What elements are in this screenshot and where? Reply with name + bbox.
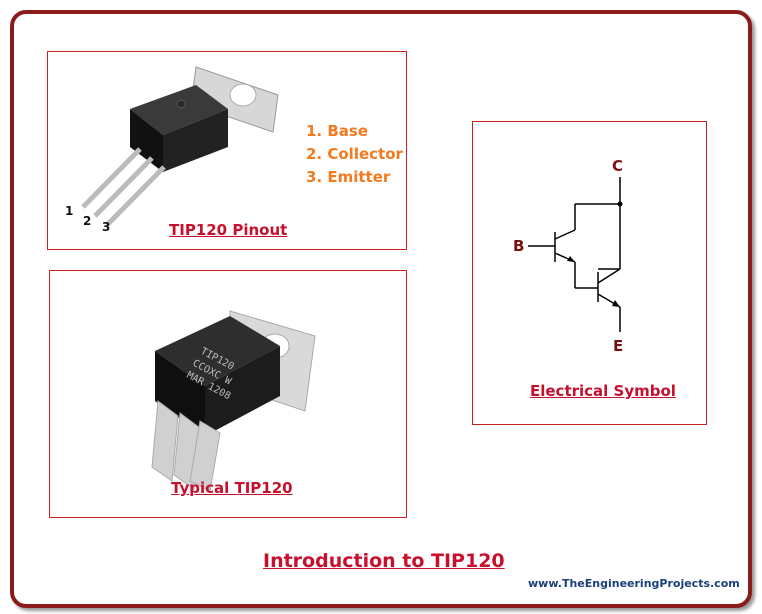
pin-list: 1. Base 2. Collector 3. Emitter [306,120,403,189]
pin-base: 1. Base [306,122,369,140]
typical-panel: TIP120 CCOXC W MAR 1208 Typical TIP120 [49,270,407,518]
emitter-label: E [613,337,624,355]
typical-caption: Typical TIP120 [171,479,293,497]
symbol-panel: C B E Electrical Symbol [472,121,707,425]
pin-emitter: 3. Emitter [306,168,391,186]
tip120-photo: TIP120 CCOXC W MAR 1208 [151,310,316,491]
collector-label: C [612,157,624,175]
pin-number-2: 2 [83,214,92,228]
pin-number-3: 3 [102,220,111,234]
pinout-caption: TIP120 Pinout [169,221,288,239]
pin-number-1: 1 [65,204,74,218]
page-title: Introduction to TIP120 [263,550,505,572]
darlington-symbol [528,177,623,332]
website-link[interactable]: www.TheEngineeringProjects.com [528,577,740,590]
symbol-caption: Electrical Symbol [530,382,676,400]
pin-collector: 2. Collector [306,145,403,163]
tip120-pinout-image [81,66,279,227]
base-label: B [513,237,525,255]
pinout-panel: 1 2 3 1. Base 2. Collector 3. Emitter TI… [47,51,407,250]
